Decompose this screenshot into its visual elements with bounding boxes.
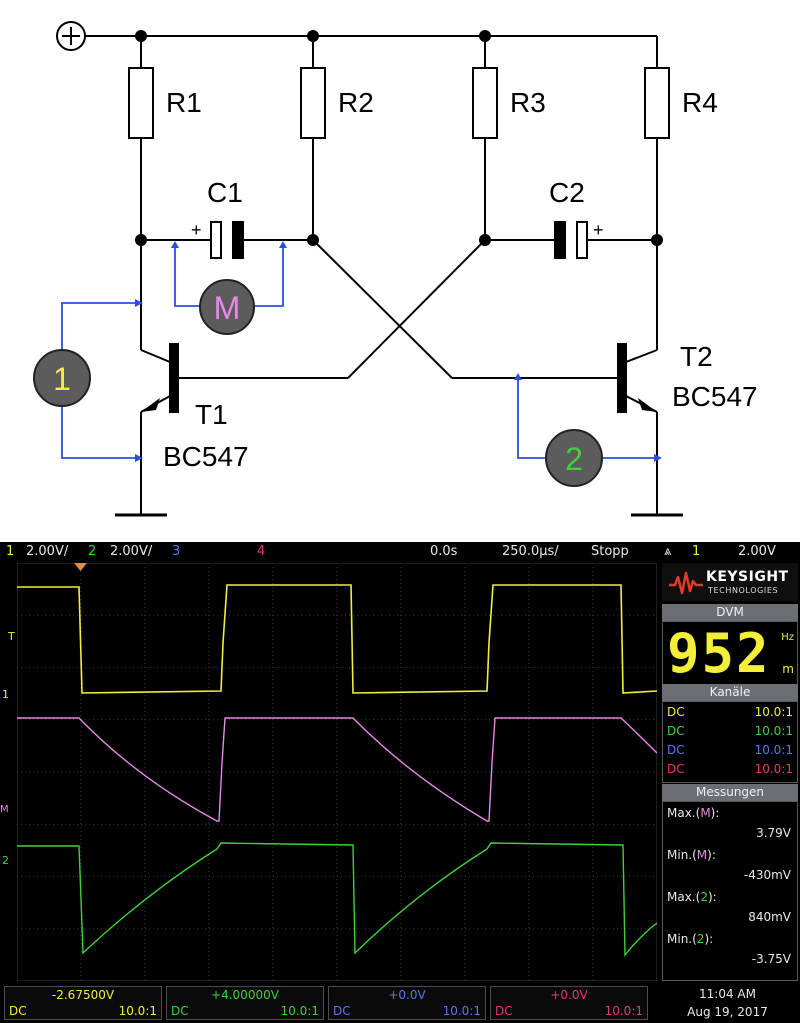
scope-top-bar: 1 2.00V/ 2 2.00V/ 3 4 0.0s 250.0µs/ Stop… bbox=[0, 542, 800, 562]
measurement-value: -430mV bbox=[743, 868, 791, 882]
run-state[interactable]: Stopp bbox=[591, 544, 629, 559]
multivibrator-schematic: R1 R2 R3 R4 C1 C2 T1 BC547 T2 BC547 + + … bbox=[33, 21, 758, 517]
trigger-position-marker bbox=[74, 563, 87, 571]
measurement-value: 840mV bbox=[748, 910, 791, 924]
dvm-unit-m: m bbox=[782, 662, 794, 676]
label-r4: R4 bbox=[682, 87, 718, 118]
c1-plus-sign: + bbox=[191, 220, 202, 240]
measurement-label: Min.(2): bbox=[667, 932, 714, 946]
dvm-header[interactable]: DVM bbox=[662, 604, 798, 621]
measurements-box: Max.(M): 3.79V Min.(M): -430mV Max.(2): … bbox=[662, 801, 798, 981]
time-scale[interactable]: 250.0µs/ bbox=[502, 544, 559, 559]
ch2-ground-marker[interactable]: 2 bbox=[2, 854, 9, 867]
ch2-scale[interactable]: 2.00V/ bbox=[110, 544, 153, 559]
capacitor-c2-plus-plate bbox=[576, 221, 588, 259]
resistor-r4 bbox=[644, 67, 670, 139]
c2-plus-sign: + bbox=[593, 220, 604, 240]
dvm-reading: 952 bbox=[667, 622, 771, 685]
trace-ch1 bbox=[17, 584, 657, 694]
measurement-value: 3.79V bbox=[756, 826, 791, 840]
resistor-r3 bbox=[472, 67, 498, 139]
measurement-value: -3.75V bbox=[751, 952, 791, 966]
label-c2: C2 bbox=[549, 177, 585, 208]
label-r1: R1 bbox=[166, 87, 202, 118]
capacitor-c1-minus-plate bbox=[232, 221, 244, 259]
label-t1-model: BC547 bbox=[163, 441, 249, 472]
channels-header[interactable]: Kanäle bbox=[662, 684, 798, 701]
time-offset[interactable]: 0.0s bbox=[430, 544, 458, 559]
probe-m-badge bbox=[199, 279, 255, 335]
transistor-t2-base bbox=[617, 343, 627, 413]
ch2-number[interactable]: 2 bbox=[88, 544, 97, 559]
brand-sub: TECHNOLOGIES bbox=[708, 586, 779, 595]
probe-2-badge bbox=[545, 429, 603, 487]
transistor-t1-base bbox=[169, 343, 179, 413]
ch1-number[interactable]: 1 bbox=[6, 544, 15, 559]
resistor-r1 bbox=[128, 67, 154, 139]
chm-ground-marker[interactable]: M bbox=[0, 804, 9, 815]
measurement-label: Max.(2): bbox=[667, 890, 717, 904]
label-r3: R3 bbox=[510, 87, 546, 118]
resistor-r2 bbox=[300, 67, 326, 139]
measurements-header[interactable]: Messungen bbox=[662, 784, 798, 801]
trigger-level-marker[interactable]: T bbox=[8, 630, 15, 643]
brand-area: KEYSIGHT TECHNOLOGIES bbox=[662, 563, 798, 601]
clock-time: 11:04 AM bbox=[699, 987, 756, 1001]
label-c1: C1 bbox=[207, 177, 243, 208]
trace-ch2 bbox=[17, 842, 657, 957]
ch4-number[interactable]: 4 bbox=[257, 544, 266, 559]
brand-name: KEYSIGHT bbox=[706, 569, 789, 585]
trigger-level[interactable]: 2.00V bbox=[738, 544, 776, 559]
waveform-display bbox=[17, 563, 657, 981]
dvm-unit-hz: Hz bbox=[781, 632, 794, 643]
keysight-wave-icon bbox=[669, 571, 703, 595]
capacitor-c2-minus-plate bbox=[554, 221, 566, 259]
clock-date: Aug 19, 2017 bbox=[687, 1005, 768, 1019]
label-t1: T1 bbox=[195, 399, 228, 430]
ch1-scale[interactable]: 2.00V/ bbox=[26, 544, 69, 559]
label-t2: T2 bbox=[680, 341, 713, 372]
oscilloscope-screen: 1 2.00V/ 2 2.00V/ 3 4 0.0s 250.0µs/ Stop… bbox=[0, 542, 800, 1023]
measurement-label: Min.(M): bbox=[667, 848, 716, 862]
trigger-channel[interactable]: 1 bbox=[692, 544, 701, 559]
clock: 11:04 AM Aug 19, 2017 bbox=[655, 982, 800, 1023]
right-side-panel: KEYSIGHT TECHNOLOGIES DVM 952 Hz m Kanäl… bbox=[660, 563, 800, 981]
probe-2-label: 2 bbox=[565, 441, 583, 477]
label-t2-model: BC547 bbox=[672, 381, 758, 412]
probe-1-badge bbox=[33, 349, 91, 407]
label-r2: R2 bbox=[338, 87, 374, 118]
measurement-label: Max.(M): bbox=[667, 806, 720, 820]
ch1-ground-marker[interactable]: 1 bbox=[2, 688, 9, 701]
probe-1-label: 1 bbox=[53, 361, 71, 397]
trigger-edge-icon: ⩓ bbox=[664, 544, 672, 559]
probe-m-label: M bbox=[214, 290, 241, 326]
capacitor-c1-plus-plate bbox=[210, 221, 222, 259]
trace-math-m bbox=[17, 717, 657, 822]
ch3-number[interactable]: 3 bbox=[172, 544, 181, 559]
